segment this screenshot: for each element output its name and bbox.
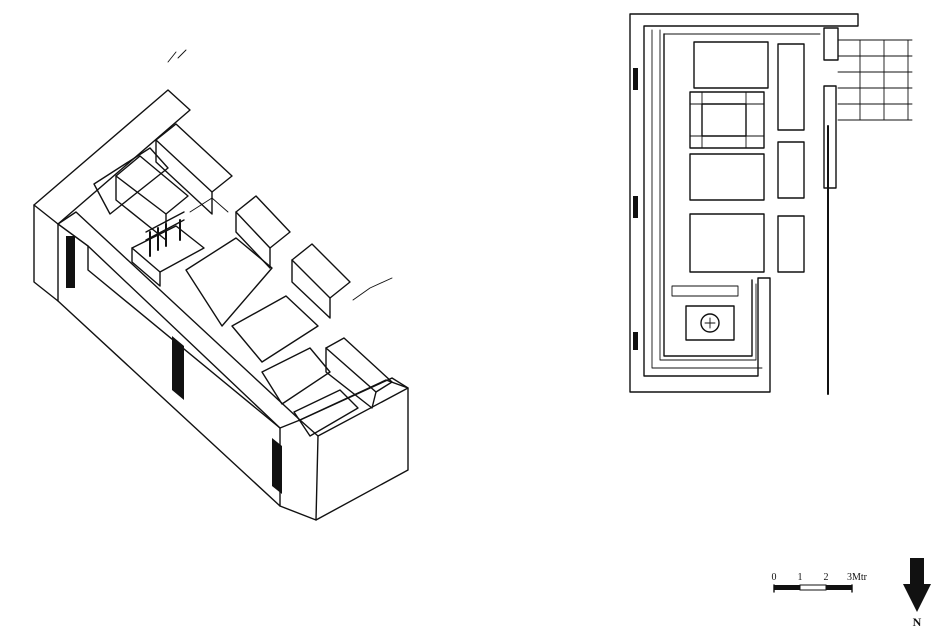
figure-posts	[149, 219, 181, 257]
wall-opening	[633, 196, 638, 218]
reed-bed	[261, 347, 331, 405]
boundary-hedge	[629, 13, 859, 393]
paving-grid	[837, 39, 913, 121]
planting-bed	[689, 153, 765, 201]
north-label: N	[913, 615, 922, 629]
fountain-jet	[704, 317, 716, 329]
hedge-block-face	[155, 139, 213, 215]
plan-view	[629, 13, 913, 395]
pergola-rails	[145, 211, 185, 241]
fountain-basin	[685, 305, 735, 341]
reed-bed	[93, 147, 169, 215]
scale-segment	[774, 585, 800, 590]
inner-wall-top	[325, 337, 393, 393]
paving-grid	[859, 39, 909, 121]
terrace-grid	[689, 91, 765, 149]
scale-tick-3: 3Mtr	[847, 572, 868, 583]
scale-tick-1: 1	[798, 572, 803, 583]
hedge-column	[777, 215, 805, 273]
hedge-block	[291, 243, 351, 299]
hedge-block	[155, 123, 233, 193]
wall-opening	[633, 68, 638, 90]
ground-line	[352, 277, 393, 301]
hedge-block	[115, 155, 189, 215]
scale-tick-0: 0	[772, 572, 777, 583]
wall-opening	[272, 438, 282, 494]
planting-bed	[693, 41, 769, 89]
ground-mark	[167, 49, 187, 63]
perimeter-wall-top	[33, 89, 191, 225]
east-hedge	[823, 85, 837, 189]
north-arrow-icon	[903, 584, 931, 612]
hedge-column	[777, 43, 805, 131]
hedge-block-face	[291, 259, 331, 319]
dense-planting	[689, 213, 765, 273]
path-line	[651, 29, 763, 369]
terrace	[689, 91, 765, 149]
corner-planter	[823, 27, 839, 61]
scale-end-ticks	[773, 584, 853, 593]
inner-wall-face	[325, 347, 377, 409]
hedge-block	[235, 195, 291, 249]
path-line	[659, 29, 757, 361]
reed-bed	[231, 295, 319, 363]
north-arrow-shaft	[910, 558, 924, 584]
north-arrow: N	[903, 558, 931, 629]
axonometric-view	[33, 49, 409, 521]
perimeter-wall-face	[33, 204, 59, 302]
reed-bed	[185, 237, 273, 327]
wall-opening	[633, 332, 638, 350]
hedge-block-face	[235, 211, 271, 269]
end-wall-top	[299, 379, 409, 437]
scale-segment	[826, 585, 852, 590]
scale-bar: 0 1 2 3Mtr	[772, 572, 868, 593]
bench-platform	[131, 225, 205, 273]
wall-opening	[172, 336, 184, 400]
scale-segment	[799, 584, 827, 591]
inner-border	[663, 33, 753, 357]
scale-tick-2: 2	[824, 572, 829, 583]
wall-opening	[66, 236, 75, 288]
bench-face	[131, 247, 161, 287]
reed-strip	[671, 285, 739, 297]
bench	[701, 103, 747, 137]
hedge-column	[777, 141, 805, 199]
end-wall-edge	[315, 435, 319, 521]
reed-bed	[293, 389, 359, 437]
path-edge	[189, 197, 229, 213]
fountain	[700, 313, 720, 333]
